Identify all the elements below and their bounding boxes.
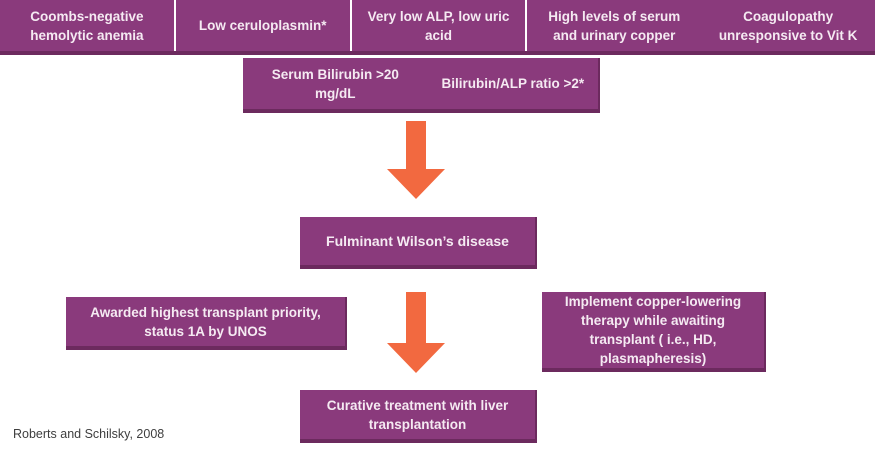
box-coagulopathy-vit-k: Coagulopathy unresponsive to Vit K <box>701 0 875 51</box>
box-text-line: Coagulopathy <box>743 8 834 24</box>
box-copper-lowering-therapy: Implement copper-lowering therapy while … <box>542 292 766 372</box>
box-text-line: transplant ( i.e., HD, <box>589 332 717 347</box>
box-text-line: Very low ALP, low uric <box>367 8 510 24</box>
box-text-line: Serum Bilirubin >20 <box>271 66 399 82</box>
box-text-line: Curative treatment with liver <box>326 397 509 413</box>
box-text-line: status 1A by UNOS <box>144 323 267 339</box>
box-text-line: Low ceruloplasmin* <box>198 18 327 33</box>
down-arrow-shape <box>387 121 445 199</box>
box-text-line: Bilirubin/ALP ratio >2* <box>441 76 585 91</box>
box-fulminant-wilsons-disease: Fulminant Wilson’s disease <box>300 217 537 269</box>
box-transplant-priority-unos: Awarded highest transplant priority, sta… <box>66 297 347 350</box>
top-criteria-band: Coombs-negative hemolytic anemia Low cer… <box>0 0 875 55</box>
box-text-line: mg/dL <box>315 85 356 101</box>
box-bilirubin-criteria: Serum Bilirubin >20 mg/dL Bilirubin/ALP … <box>243 58 600 113</box>
citation-text: Roberts and Schilsky, 2008 <box>13 427 165 441</box>
box-text-line: transplantation <box>368 416 467 432</box>
box-text-line: plasmapheresis) <box>599 351 707 366</box>
box-text-line: acid <box>424 27 452 43</box>
box-text-line: and urinary copper <box>553 27 676 43</box>
box-text-line: unresponsive to Vit K <box>718 27 858 43</box>
box-text-line: therapy while awaiting <box>580 313 726 328</box>
down-arrow-icon <box>387 121 445 199</box>
box-very-low-alp-low-uric-acid: Very low ALP, low uric acid <box>349 0 526 51</box>
box-coombs-negative-hemolytic-anemia: Coombs-negative hemolytic anemia <box>0 0 174 51</box>
box-high-serum-urinary-copper: High levels of serum and urinary copper <box>525 0 701 51</box>
box-text-line: Coombs-negative <box>30 8 144 24</box>
box-text-line: Fulminant Wilson’s disease <box>326 232 509 249</box>
box-curative-liver-transplant: Curative treatment with liver transplant… <box>300 390 537 443</box>
box-text-line: Awarded highest transplant priority, <box>90 304 321 320</box>
box-low-ceruloplasmin: Low ceruloplasmin* <box>173 0 350 51</box>
bilirubin-value: Serum Bilirubin >20 mg/dL <box>243 65 428 103</box>
down-arrow-shape <box>387 292 445 373</box>
bilirubin-alp-ratio: Bilirubin/ALP ratio >2* <box>428 74 598 93</box>
box-text-line: Implement copper-lowering <box>564 294 742 309</box>
down-arrow-icon <box>387 292 445 373</box>
box-text-line: hemolytic anemia <box>30 27 144 43</box>
box-text-line: High levels of serum <box>548 8 681 24</box>
